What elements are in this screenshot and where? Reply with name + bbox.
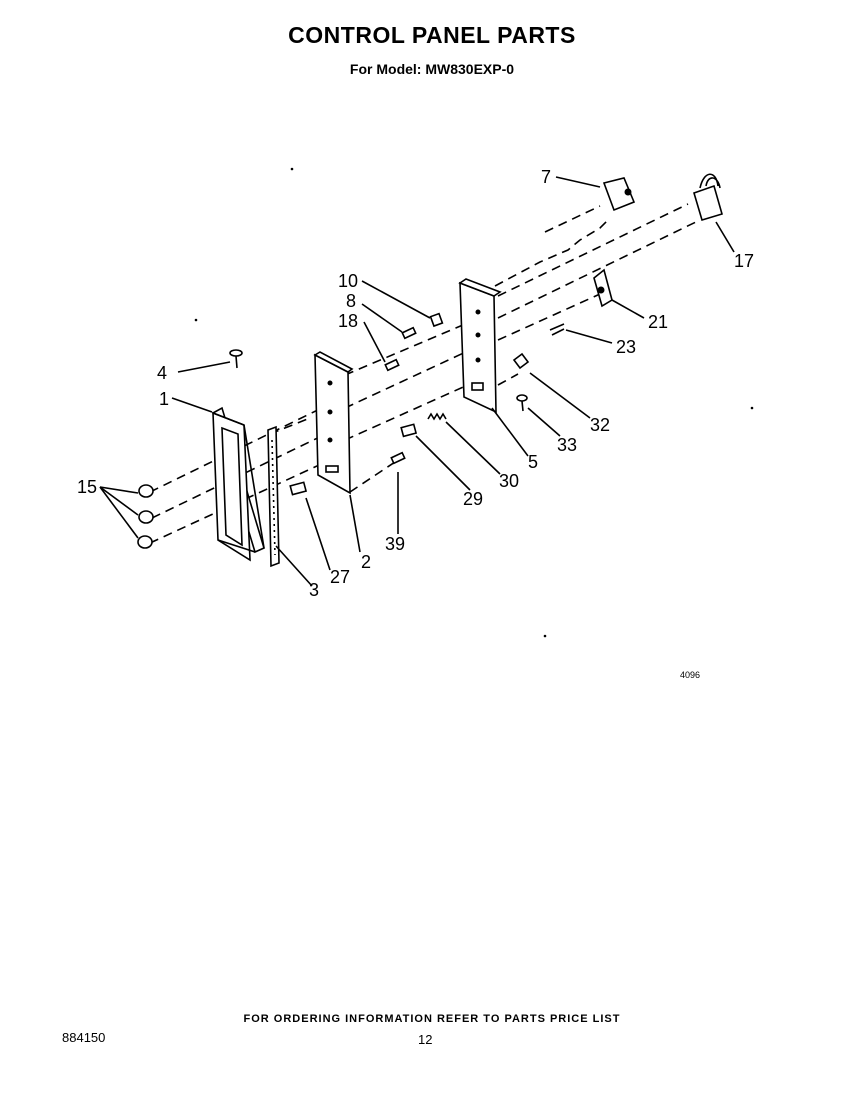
- callout-1: 1: [159, 389, 169, 409]
- callout-23: 23: [616, 337, 636, 357]
- part-3-strip: [267, 425, 280, 568]
- model-subtitle: For Model: MW830EXP-0: [349, 61, 515, 77]
- callout-7: 7: [541, 167, 551, 187]
- callout-21: 21: [648, 312, 668, 332]
- callout-39: 39: [385, 534, 405, 554]
- part-2-control-plate: [313, 351, 354, 495]
- callout-17: 17: [734, 251, 754, 271]
- callout-33: 33: [557, 435, 577, 455]
- small-hardware-parts: [137, 173, 723, 549]
- drawing-code: 4096: [680, 670, 700, 680]
- part-5-bracket: [458, 278, 502, 414]
- callout-5: 5: [528, 452, 538, 472]
- callout-18: 18: [338, 311, 358, 331]
- callout-27: 27: [330, 567, 350, 587]
- part-1-bezel-frame: [212, 406, 265, 562]
- page-title: CONTROL PANEL PARTS: [288, 22, 576, 48]
- callout-32: 32: [590, 415, 610, 435]
- callout-15: 15: [77, 477, 97, 497]
- leader-arrows: [99, 176, 735, 587]
- callout-4: 4: [157, 363, 167, 383]
- callout-3: 3: [309, 580, 319, 600]
- callout-10: 10: [338, 271, 358, 291]
- callout-8: 8: [346, 291, 356, 311]
- ordering-note: FOR ORDERING INFORMATION REFER TO PARTS …: [243, 1013, 621, 1025]
- callout-30: 30: [499, 471, 519, 491]
- callout-29: 29: [463, 489, 483, 509]
- callout-labels: 4 1 15 10 8 18 7 17 21 23 32 33 5 30 29 …: [77, 167, 754, 680]
- scan-specks: [194, 167, 754, 638]
- document-number: 884150: [62, 1030, 106, 1045]
- callout-2: 2: [361, 552, 371, 572]
- page-number: 12: [418, 1032, 433, 1047]
